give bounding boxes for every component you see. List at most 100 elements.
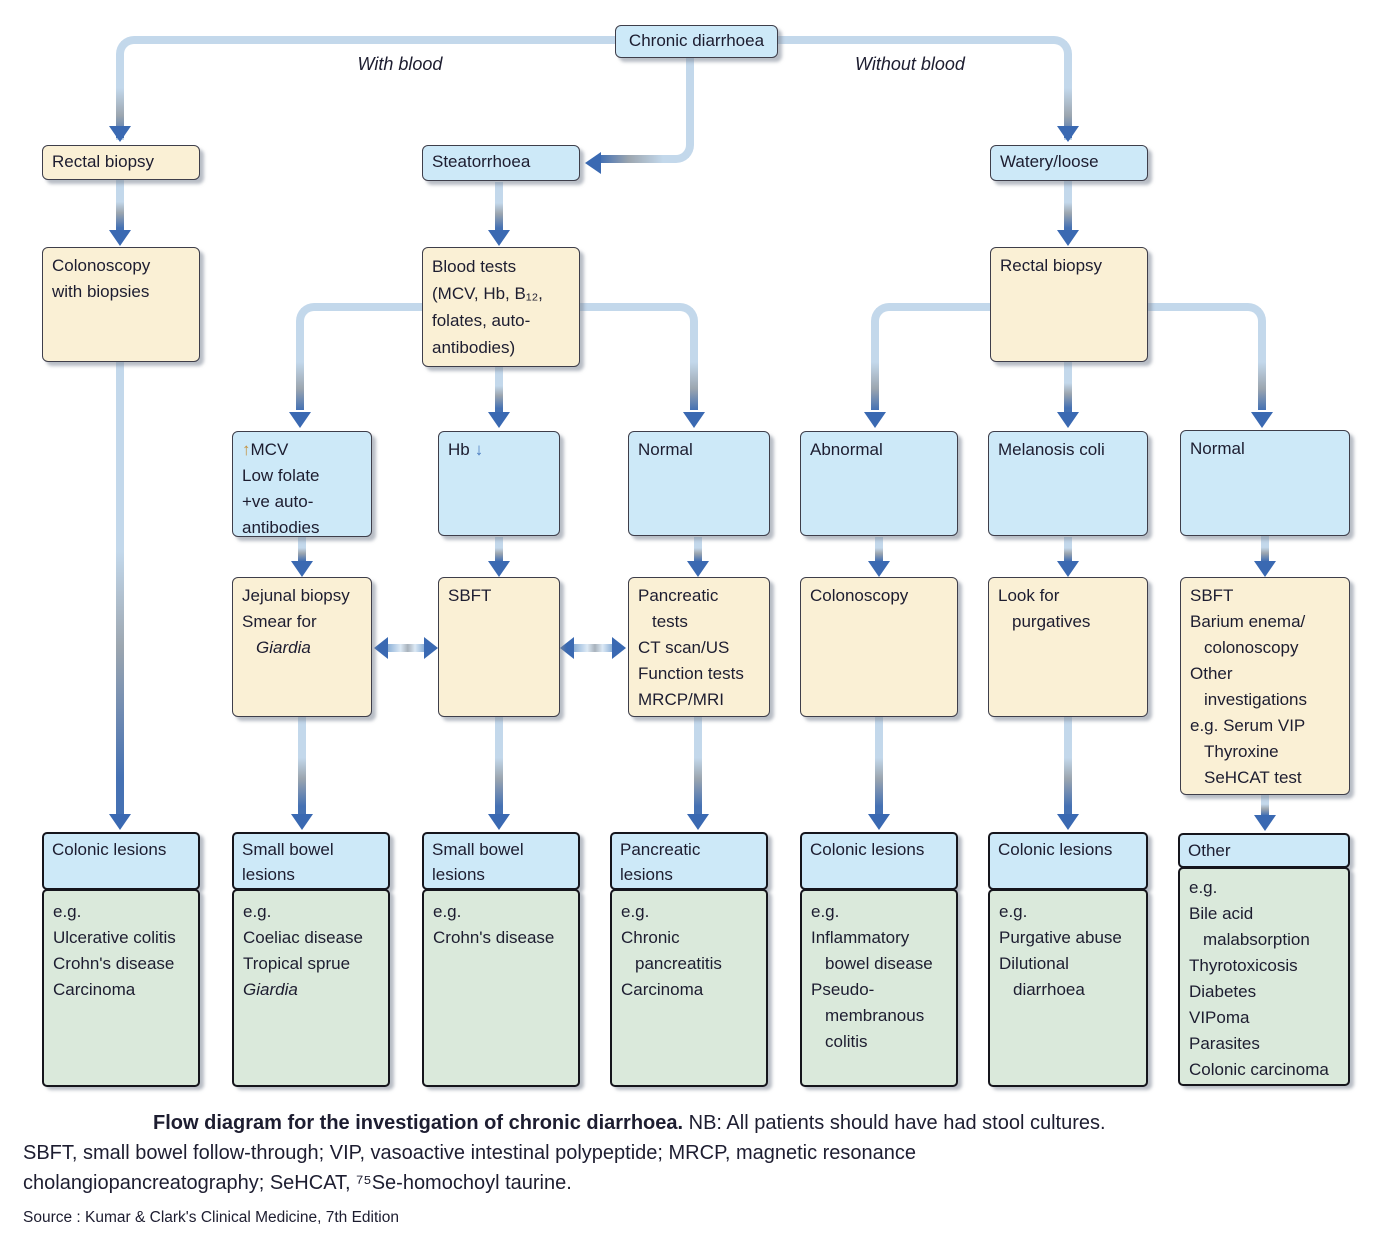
node-abnormal: Abnormal bbox=[800, 431, 958, 536]
arrow-down-icon bbox=[488, 814, 510, 830]
arrow-down-icon bbox=[291, 561, 313, 577]
connector-melanosis-to-purgatives bbox=[1064, 537, 1072, 563]
result-other: Other e.g. Bile acid malabsorption Thyro… bbox=[1178, 833, 1350, 1086]
result-colonic-lesions-2: Colonic lesions e.g. Inflammatory bowel … bbox=[800, 832, 958, 1087]
connector-steatorrhoea-to-bloodtests bbox=[495, 182, 503, 232]
arrow-left-icon bbox=[585, 152, 601, 174]
result-body: e.g. Crohn's disease bbox=[422, 889, 580, 1087]
connector-normal-to-sbft-tall bbox=[1261, 536, 1269, 563]
connector-rectal-left-to-colonoscopy bbox=[116, 180, 124, 232]
result-header: Small bowel lesions bbox=[232, 832, 390, 890]
connector-abnormal-to-colonoscopy bbox=[875, 537, 883, 563]
result-header: Small bowel lesions bbox=[422, 832, 580, 890]
node-steatorrhoea: Steatorrhoea bbox=[422, 145, 580, 181]
node-rectal-biopsy-right: Rectal biopsy bbox=[990, 247, 1148, 362]
result-body: e.g. Ulcerative colitis Crohn's disease … bbox=[42, 889, 200, 1087]
arrow-left-icon bbox=[560, 637, 574, 659]
arrow-down-icon bbox=[1254, 561, 1276, 577]
result-header: Colonic lesions bbox=[42, 832, 200, 890]
arrow-down-icon bbox=[1057, 412, 1079, 428]
double-arrow-sbft-pancreatic bbox=[560, 637, 626, 659]
result-colonic-lesions-1: Colonic lesions e.g. Ulcerative colitis … bbox=[42, 832, 200, 1087]
connector-bloodtests-to-normal bbox=[580, 303, 698, 409]
arrow-down-icon bbox=[109, 126, 131, 142]
arrow-down-icon bbox=[1057, 230, 1079, 246]
arrow-down-icon bbox=[687, 561, 709, 577]
connector-sbfttall-to-other bbox=[1261, 795, 1269, 817]
caption-line-1: Flow diagram for the investigation of ch… bbox=[23, 1108, 1368, 1138]
node-colonoscopy: Colonoscopy bbox=[800, 577, 958, 717]
connector-gradient-segment bbox=[1064, 88, 1072, 138]
connector-colonoscopy-to-colonic-lesions bbox=[116, 362, 124, 814]
connector-bloodtests-to-hb bbox=[495, 367, 503, 412]
down-arrow-icon: ↓ bbox=[474, 440, 484, 459]
node-hb-low: Hb↓ bbox=[438, 431, 560, 536]
result-header: Pancreatic lesions bbox=[610, 832, 768, 890]
arrow-down-icon bbox=[1251, 412, 1273, 428]
connector-sbft-to-smallbowel bbox=[495, 717, 503, 814]
node-normal-right: Normal bbox=[1180, 430, 1350, 536]
connector-gradient-segment bbox=[690, 362, 698, 410]
node-normal-mid: Normal bbox=[628, 431, 770, 536]
node-watery-loose: Watery/loose bbox=[990, 145, 1148, 181]
figure-caption: Flow diagram for the investigation of ch… bbox=[23, 1108, 1368, 1233]
connector-rectal-right-to-abnormal bbox=[871, 303, 990, 409]
arrow-down-icon bbox=[868, 561, 890, 577]
result-body: e.g. Bile acid malabsorption Thyrotoxico… bbox=[1178, 867, 1350, 1086]
arrow-down-icon bbox=[868, 814, 890, 830]
arrow-down-icon bbox=[1057, 561, 1079, 577]
arrow-down-icon bbox=[289, 412, 311, 428]
connector-rectal-right-to-melanosis bbox=[1064, 362, 1072, 412]
double-arrow-bar bbox=[574, 644, 612, 652]
arrow-down-icon bbox=[1057, 814, 1079, 830]
result-body: e.g. Chronic pancreatitis Carcinoma bbox=[610, 889, 768, 1087]
result-pancreatic-lesions: Pancreatic lesions e.g. Chronic pancreat… bbox=[610, 832, 768, 1087]
result-header: Colonic lesions bbox=[988, 832, 1148, 890]
arrow-left-icon bbox=[374, 637, 388, 659]
node-blood-tests: Blood tests (MCV, Hb, B₁₂, folates, auto… bbox=[422, 247, 580, 367]
node-sbft: SBFT bbox=[438, 577, 560, 717]
connector-gradient-segment bbox=[116, 88, 124, 138]
connector-gradient-segment bbox=[1258, 362, 1266, 410]
connector-normal-to-pancreatic bbox=[694, 537, 702, 563]
caption-title: Flow diagram for the investigation of ch… bbox=[153, 1112, 684, 1134]
node-look-for-purgatives: Look for purgatives bbox=[988, 577, 1148, 717]
result-body: e.g. Coeliac disease Tropical sprue Giar… bbox=[232, 889, 390, 1087]
connector-pancreatic-to-lesions bbox=[694, 717, 702, 814]
connector-chronic-to-watery bbox=[778, 36, 1072, 140]
connector-jejunal-to-smallbowel bbox=[298, 717, 306, 814]
up-arrow-icon: ↑ bbox=[242, 440, 251, 459]
arrow-right-icon bbox=[612, 637, 626, 659]
node-rectal-biopsy-left: Rectal biopsy bbox=[42, 145, 200, 180]
caption-nb: NB: All patients should have had stool c… bbox=[683, 1112, 1106, 1134]
arrow-down-icon bbox=[109, 230, 131, 246]
connector-gradient-segment bbox=[296, 362, 304, 410]
result-small-bowel-lesions-2: Small bowel lesions e.g. Crohn's disease bbox=[422, 832, 580, 1087]
arrow-down-icon bbox=[291, 814, 313, 830]
arrow-down-icon bbox=[1254, 815, 1276, 831]
connector-purgatives-to-lesions bbox=[1064, 717, 1072, 814]
node-chronic-diarrhoea: Chronic diarrhoea bbox=[615, 25, 778, 58]
result-body: e.g. Inflammatory bowel disease Pseudo- … bbox=[800, 889, 958, 1087]
caption-source: Source : Kumar & Clark's Clinical Medici… bbox=[23, 1209, 399, 1226]
node-sbft-other-investigations: SBFT Barium enema/ colonoscopy Other inv… bbox=[1180, 577, 1350, 795]
result-header: Other bbox=[1178, 833, 1350, 868]
result-colonic-lesions-3: Colonic lesions e.g. Purgative abuse Dil… bbox=[988, 832, 1148, 1087]
result-header: Colonic lesions bbox=[800, 832, 958, 890]
arrow-down-icon bbox=[683, 412, 705, 428]
connector-chronic-to-steatorrhoea bbox=[600, 58, 694, 163]
connector-gradient-segment bbox=[601, 155, 663, 163]
result-body: e.g. Purgative abuse Dilutional diarrhoe… bbox=[988, 889, 1148, 1087]
connector-bloodtests-to-mcv bbox=[296, 303, 422, 409]
arrow-down-icon bbox=[1057, 126, 1079, 142]
result-small-bowel-lesions-1: Small bowel lesions e.g. Coeliac disease… bbox=[232, 832, 390, 1087]
node-melanosis-coli: Melanosis coli bbox=[988, 431, 1148, 536]
arrow-down-icon bbox=[109, 814, 131, 830]
node-colonoscopy-with-biopsies: Colonoscopy with biopsies bbox=[42, 247, 200, 362]
connector-mcv-to-jejunal bbox=[298, 537, 306, 563]
edge-label-without-blood: Without blood bbox=[855, 54, 965, 74]
node-raised-mcv: ↑MCV Low folate +ve auto- antibodies bbox=[232, 431, 372, 537]
double-arrow-jejunal-sbft bbox=[374, 637, 438, 659]
arrow-down-icon bbox=[488, 412, 510, 428]
